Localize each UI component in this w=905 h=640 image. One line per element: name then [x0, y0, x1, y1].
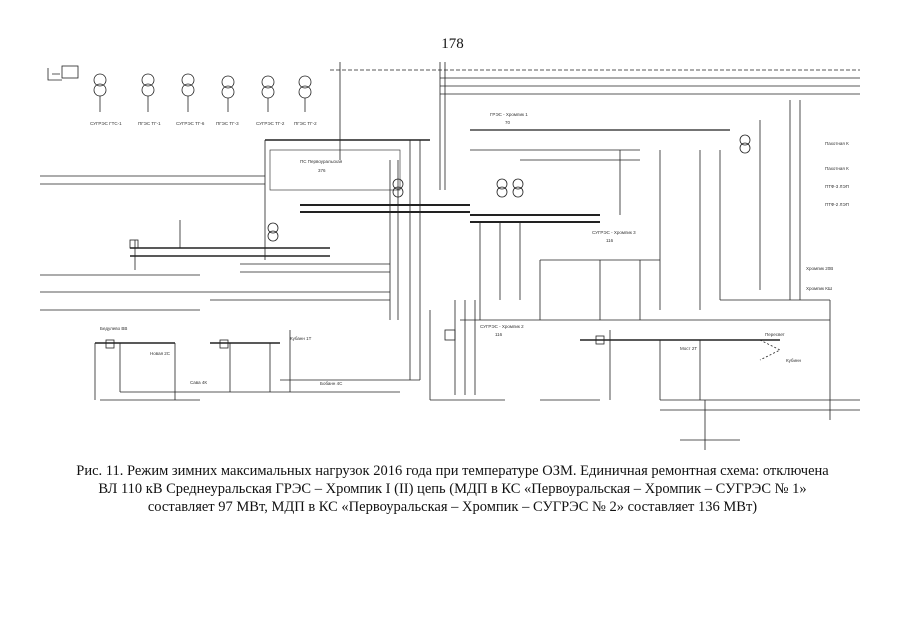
- right-node-label-1: Пахотная К: [825, 141, 849, 146]
- right-node-label-2: Пахотная К: [825, 166, 849, 171]
- substation-label-2: ГРЭС - Хромпик 1: [490, 112, 528, 117]
- substation-code-4: 116: [606, 238, 614, 243]
- gen-label-5: СУГРЭС ТГ-2: [256, 121, 285, 126]
- power-grid-schematic: СУГРЭС ГТС-1 ПГЭС ТГ-1 СУГРЭС ТГ-6 ПГЭС …: [40, 62, 860, 450]
- substation-label-3: СУГРЭС - Хромпик 2: [480, 324, 524, 329]
- lower-label-4: Кубанн 1Т: [290, 336, 312, 341]
- page-number: 178: [441, 36, 464, 52]
- right-node-label-4: ПТФ-2 ЛЭП: [825, 202, 849, 207]
- gen-label-4: ПГЭС ТГ-3: [216, 121, 239, 126]
- substation-code-3: 116: [495, 332, 503, 337]
- top-generators-group: [93, 73, 312, 112]
- gen-label-6: ПГЭС ТГ-2: [294, 121, 317, 126]
- lower-label-6: Мост 2Т: [680, 346, 697, 351]
- lower-label-2: Новая 2С: [150, 351, 171, 356]
- caption-line-3: составляет 97 МВт, МДП в КС «Первоуральс…: [147, 499, 758, 515]
- figure-caption: Рис. 11. Режим зимних максимальных нагру…: [40, 462, 865, 516]
- caption-line-1: Рис. 11. Режим зимних максимальных нагру…: [76, 463, 829, 479]
- caption-line-2: ВЛ 110 кВ Среднеуральская ГРЭС – Хромпик…: [98, 481, 807, 497]
- gen-label-2: ПГЭС ТГ-1: [138, 121, 161, 126]
- substation-label-4: СУГРЭС - Хромпик 3: [592, 230, 636, 235]
- lower-label-7: Пересвет: [765, 332, 785, 337]
- lower-label-8: Кубинн: [786, 358, 801, 363]
- gen-label-1: СУГРЭС ГТС-1: [90, 121, 122, 126]
- substation-code-1: 376: [318, 168, 326, 173]
- right-node-label-3: ПТФ-3 ЛЭП: [825, 184, 849, 189]
- gen-label-3: СУГРЭС ТГ-6: [176, 121, 205, 126]
- right-node-label-5: Хромпик 20В: [806, 266, 833, 271]
- lower-label-3: Сава 4К: [190, 380, 207, 385]
- substation-code-2: 70: [505, 120, 511, 125]
- lower-label-5: Бобанн 4С: [320, 381, 343, 386]
- right-node-label-6: Хромпик КШ: [806, 286, 832, 291]
- substation-label-1: ПС Первоуральская: [300, 159, 343, 164]
- lower-label-1: Бедулево ВВ: [100, 326, 127, 331]
